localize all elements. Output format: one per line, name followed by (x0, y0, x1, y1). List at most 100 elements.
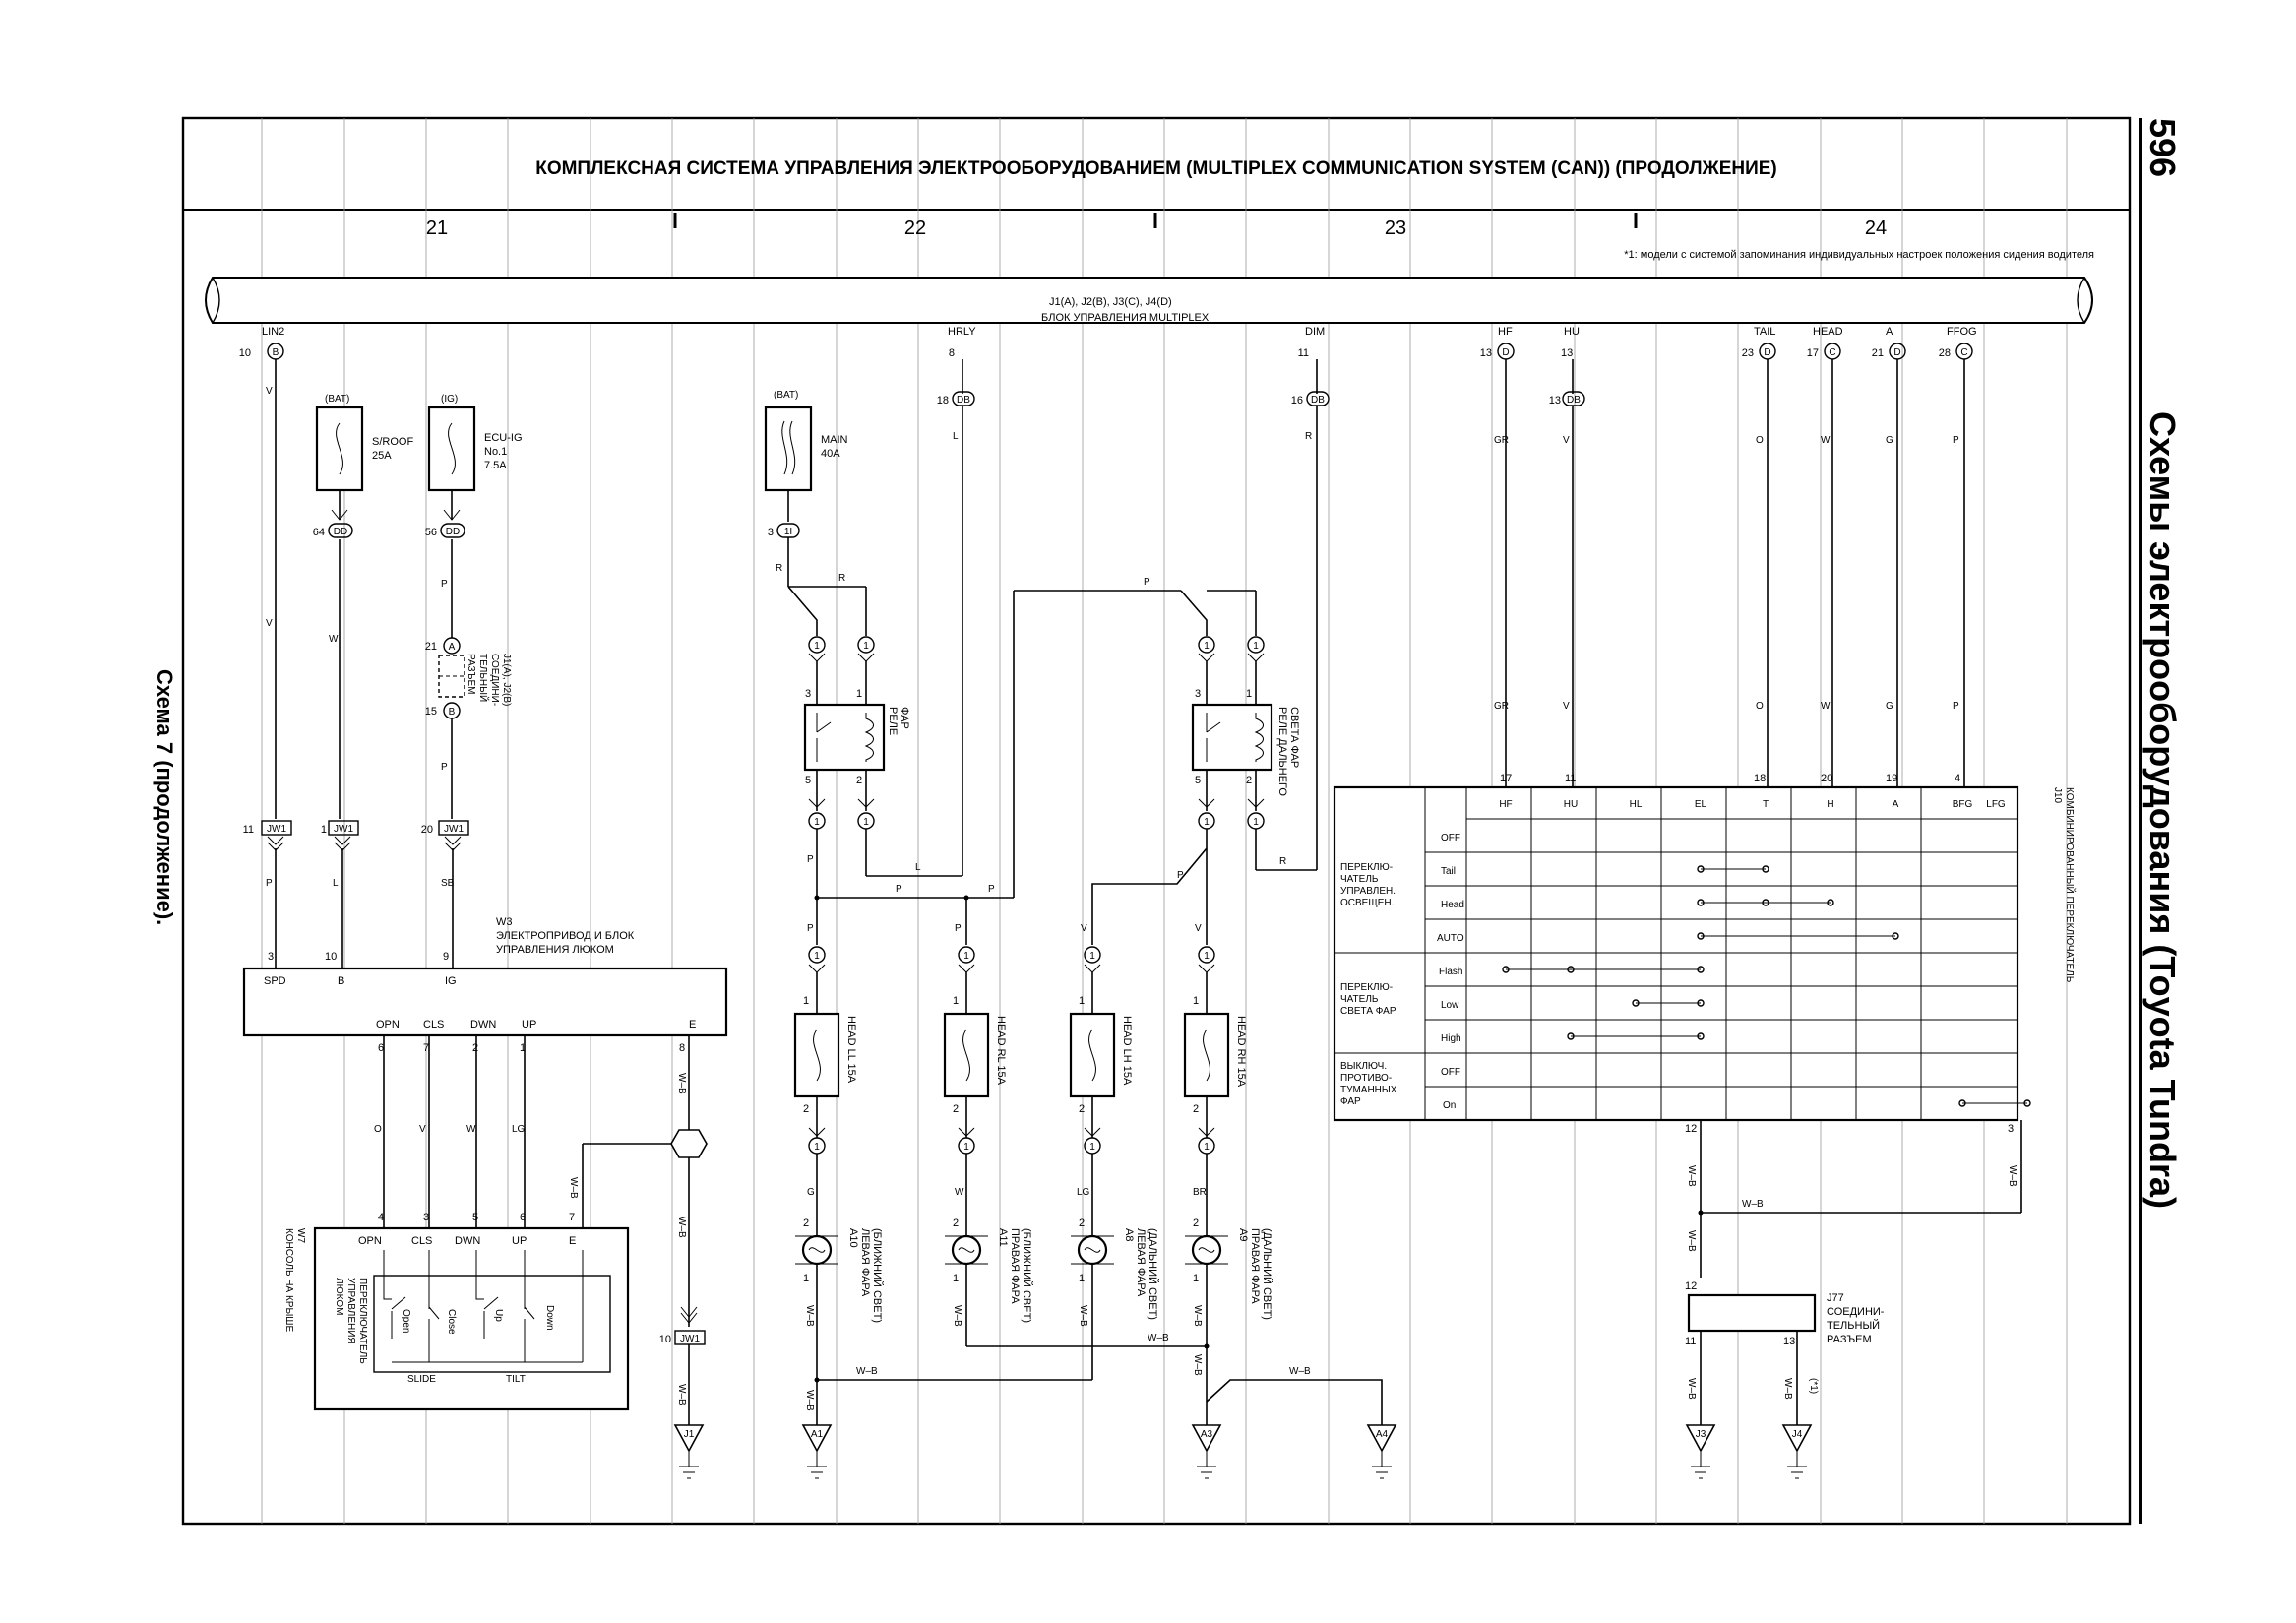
svg-text:6: 6 (378, 1042, 384, 1054)
svg-text:17: 17 (1807, 347, 1819, 359)
svg-text:W–B: W–B (1742, 1199, 1764, 1210)
svg-text:W–B: W–B (1289, 1366, 1311, 1377)
svg-text:40A: 40A (821, 448, 840, 460)
svg-text:3: 3 (768, 527, 774, 538)
svg-text:1: 1 (1253, 817, 1259, 828)
svg-text:2: 2 (1079, 1217, 1085, 1229)
svg-text:2: 2 (856, 775, 862, 786)
svg-text:AUTO: AUTO (1437, 933, 1464, 944)
svg-text:КОМБИНИРОВАННЫЙ ПЕРЕКЛЮЧАТЕЛЬ: КОМБИНИРОВАННЫЙ ПЕРЕКЛЮЧАТЕЛЬ (2064, 787, 2077, 983)
svg-text:HF: HF (1498, 326, 1513, 338)
svg-text:HEAD RH 15A: HEAD RH 15A (1235, 1016, 1247, 1088)
svg-text:УПРАВЛЕНИЯ ЛЮКОМ: УПРАВЛЕНИЯ ЛЮКОМ (496, 944, 614, 956)
head-fuses: 1 1 1 1 1 1 1 1 HEAD LL 15A HEAD RL 15A … (793, 946, 1247, 1155)
svg-text:1: 1 (1089, 1142, 1095, 1153)
svg-text:23: 23 (1742, 347, 1754, 359)
svg-text:C: C (1829, 347, 1835, 358)
svg-text:P: P (988, 884, 995, 895)
svg-text:1: 1 (863, 641, 869, 652)
svg-text:DB: DB (1567, 395, 1581, 406)
svg-text:Tail: Tail (1441, 866, 1456, 877)
svg-text:W–B: W–B (1686, 1230, 1697, 1252)
svg-text:РАЗЪЕМ: РАЗЪЕМ (1827, 1334, 1872, 1345)
svg-text:2: 2 (472, 1042, 478, 1054)
svg-text:MAIN: MAIN (821, 434, 848, 446)
svg-text:High: High (1441, 1033, 1461, 1044)
svg-text:12: 12 (1685, 1123, 1697, 1135)
svg-text:Head: Head (1441, 900, 1464, 910)
svg-text:1: 1 (1079, 995, 1085, 1007)
svg-text:2: 2 (803, 1217, 809, 1229)
svg-text:W–B: W–B (1686, 1378, 1697, 1400)
svg-text:LG: LG (512, 1124, 526, 1135)
svg-text:LIN2: LIN2 (262, 326, 284, 338)
svg-text:1I: 1I (784, 527, 792, 537)
svg-text:1: 1 (863, 817, 869, 828)
svg-text:(*1): (*1) (1808, 1378, 1819, 1394)
svg-text:ECU-IG: ECU-IG (484, 432, 523, 444)
svg-text:UP: UP (522, 1019, 536, 1030)
section-21: 21 (426, 218, 448, 239)
diagram-title: КОМПЛЕКСНАЯ СИСТЕМА УПРАВЛЕНИЯ ЭЛЕКТРООБ… (535, 158, 1777, 179)
svg-text:1: 1 (1204, 951, 1210, 962)
svg-text:W–B: W–B (1782, 1378, 1793, 1400)
svg-text:6: 6 (520, 1212, 526, 1223)
svg-text:5: 5 (805, 775, 811, 786)
svg-text:W7: W7 (295, 1228, 306, 1243)
svg-text:2: 2 (953, 1217, 959, 1229)
section-23: 23 (1385, 218, 1406, 239)
svg-text:РЕЛЕ: РЕЛЕ (887, 707, 899, 735)
svg-text:On: On (1443, 1100, 1456, 1111)
jw1-connectors: 11 JW1 1 JW1 20 JW1 (243, 820, 469, 836)
side-title: Схемы электрооборудования (Toyota Tundra… (2142, 411, 2183, 1209)
svg-text:10: 10 (659, 1334, 671, 1345)
svg-text:1: 1 (814, 817, 820, 828)
svg-text:HEAD RL 15A: HEAD RL 15A (995, 1016, 1007, 1086)
svg-text:R: R (1305, 431, 1312, 442)
svg-text:2: 2 (953, 1103, 959, 1115)
svg-text:Open: Open (401, 1309, 411, 1333)
svg-text:A9: A9 (1237, 1228, 1249, 1241)
svg-text:ТУМАННЫХ: ТУМАННЫХ (1340, 1085, 1397, 1095)
svg-text:13: 13 (1480, 347, 1492, 359)
svg-text:A4: A4 (1376, 1429, 1389, 1440)
svg-text:P: P (896, 884, 902, 895)
w3-sunroof-module (242, 967, 728, 1037)
svg-text:BR: BR (1193, 1187, 1207, 1198)
svg-text:ТЕЛЬНЫЙ: ТЕЛЬНЫЙ (477, 654, 490, 702)
svg-text:E: E (569, 1235, 576, 1247)
svg-text:OPN: OPN (358, 1235, 382, 1247)
svg-text:13: 13 (1783, 1336, 1795, 1347)
svg-text:DB: DB (957, 395, 970, 406)
j77-connector (1687, 1293, 1817, 1333)
svg-text:L: L (915, 862, 921, 873)
svg-text:J1(A), J2(B): J1(A), J2(B) (501, 654, 512, 706)
svg-text:1: 1 (1204, 641, 1210, 652)
svg-text:EL: EL (1695, 799, 1707, 810)
svg-text:(BAT): (BAT) (774, 390, 798, 401)
svg-text:P: P (955, 923, 962, 934)
svg-text:W–B: W–B (676, 1384, 687, 1405)
svg-text:P: P (807, 923, 814, 934)
svg-text:18: 18 (1754, 773, 1766, 784)
svg-text:Down: Down (544, 1305, 555, 1331)
svg-text:W: W (1821, 701, 1831, 712)
svg-text:1: 1 (803, 995, 809, 1007)
svg-text:7: 7 (569, 1212, 575, 1223)
svg-text:ТЕЛЬНЫЙ: ТЕЛЬНЫЙ (1827, 1319, 1880, 1332)
svg-text:УПРАВЛЕН.: УПРАВЛЕН. (1340, 886, 1396, 897)
svg-text:W–B: W–B (1078, 1305, 1088, 1327)
svg-text:J1: J1 (684, 1429, 695, 1440)
svg-text:СВЕТА ФАР: СВЕТА ФАР (1288, 707, 1300, 768)
svg-text:O: O (1756, 435, 1764, 446)
svg-text:S/ROOF: S/ROOF (372, 436, 413, 448)
svg-text:P: P (807, 854, 814, 865)
dimmer-relay: 1 1 3 1 5 2 1 1 РЕЛЕ ДАЛЬНЕГО СВЕТА ФАР (1191, 636, 1300, 830)
svg-text:V: V (1563, 701, 1570, 712)
svg-text:8: 8 (679, 1042, 685, 1054)
svg-text:56: 56 (425, 527, 437, 538)
svg-text:TILT: TILT (506, 1374, 526, 1385)
svg-text:HEAD: HEAD (1813, 326, 1843, 338)
svg-text:T: T (1763, 799, 1769, 810)
svg-text:HL: HL (1630, 799, 1643, 810)
